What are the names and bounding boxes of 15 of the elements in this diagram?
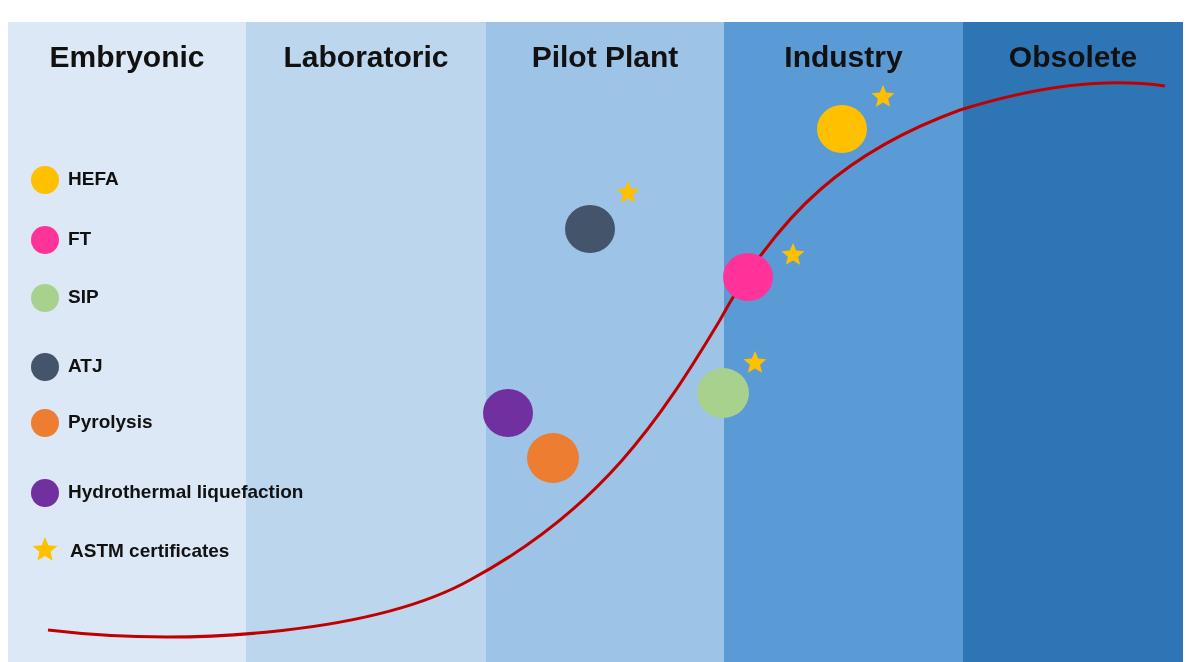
legend-label: SIP	[68, 286, 99, 308]
legend-label: Pyrolysis	[68, 411, 153, 433]
stage-band	[724, 22, 963, 662]
stage-title: Laboratoric	[282, 40, 450, 74]
legend-label: ASTM certificates	[70, 540, 230, 562]
stage-title: Pilot Plant	[530, 40, 680, 74]
legend-label: FT	[68, 228, 92, 250]
legend-label: Hydrothermal liquefaction	[68, 481, 304, 503]
stage-title: Industry	[783, 40, 904, 74]
legend-label: HEFA	[68, 168, 119, 190]
stage-title: Embryonic	[48, 40, 206, 74]
stage-title: Obsolete	[1007, 40, 1139, 74]
stage-band	[963, 22, 1183, 662]
legend-label: ATJ	[68, 355, 103, 377]
stage-band	[486, 22, 724, 662]
